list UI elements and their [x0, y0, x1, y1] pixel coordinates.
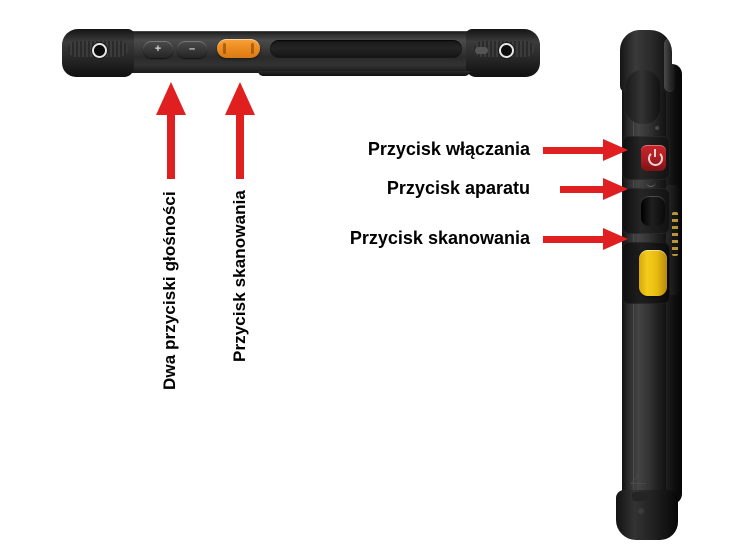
arrow-head — [603, 139, 628, 161]
label-power-button: Przycisk włączania — [367, 139, 530, 159]
arrow-head — [225, 82, 255, 115]
speaker-grille — [270, 40, 462, 58]
arrow-to-power-button — [543, 139, 628, 161]
foot-screw-icon — [638, 508, 644, 514]
right-port-icon — [499, 43, 514, 58]
small-slot — [475, 47, 488, 54]
power-icon — [648, 149, 663, 166]
arrow-to-camera-button — [560, 178, 630, 200]
volume-up-button: + — [143, 41, 173, 58]
arrow-to-scan-button-right — [543, 228, 628, 250]
arrow-stem — [543, 236, 605, 243]
label-volume-buttons: Dwa przyciski głośności — [160, 191, 179, 390]
camera-button — [641, 196, 665, 226]
bottom-foot — [616, 490, 678, 540]
arrow-stem — [167, 113, 175, 179]
device-side-edge-image — [608, 30, 698, 540]
pogo-pins — [672, 212, 678, 256]
body-lip — [258, 71, 470, 76]
label-scan-button-right: Przycisk skanowania — [349, 228, 530, 248]
volume-rocker: + – — [143, 41, 207, 58]
power-button-housing — [622, 136, 670, 180]
arrow-stem — [560, 186, 605, 193]
camera-button-housing — [622, 186, 670, 234]
top-pad — [626, 70, 660, 131]
camera-tick-mark — [646, 182, 656, 187]
arrow-stem — [236, 113, 244, 179]
arrow-head — [603, 178, 628, 200]
scan-button-yellow — [639, 250, 667, 296]
power-button — [641, 145, 666, 171]
cap-highlight — [664, 38, 676, 92]
scan-button-housing — [622, 242, 670, 304]
left-port-icon — [92, 43, 107, 58]
foot-slot — [632, 492, 648, 501]
arrow-head — [603, 228, 628, 250]
arrow-stem — [543, 147, 605, 154]
volume-down-button: – — [177, 41, 207, 58]
label-camera-button: Przycisk aparatu — [386, 178, 530, 198]
tablet-top-edge-image: + – — [62, 28, 540, 80]
scan-button-orange — [217, 39, 260, 58]
arrow-head — [156, 82, 186, 115]
label-scan-button-left: Przycisk skanowania — [230, 190, 249, 362]
top-sensor-dot — [654, 125, 660, 131]
